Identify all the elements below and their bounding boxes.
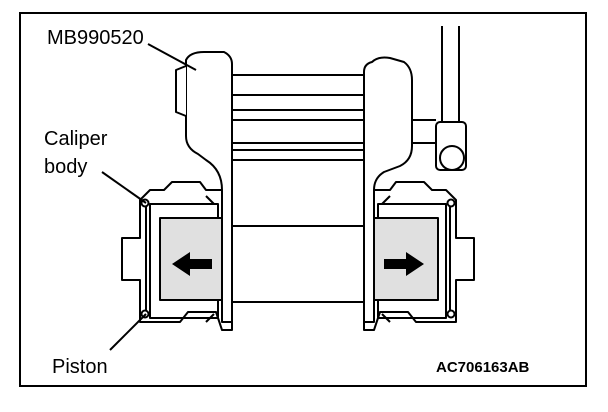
tool-handle — [435, 26, 467, 171]
arrow-right-icon — [384, 252, 424, 276]
tool-arm-right — [363, 56, 413, 323]
leader-tool — [147, 43, 197, 71]
leader-caliper — [101, 171, 147, 204]
caliper-body-label: Caliper body — [44, 125, 124, 181]
arrow-left-icon — [172, 252, 212, 276]
tool-arm-left — [185, 51, 233, 323]
tool-arm-left-knob — [175, 65, 187, 117]
leader-piston — [109, 313, 147, 351]
caliper-body-label-line2: body — [44, 156, 88, 178]
brake-pad-gap — [232, 225, 364, 303]
piston-label: Piston — [52, 356, 108, 378]
tool-label: MB990520 — [47, 27, 144, 49]
figure-code: AC706163AB — [436, 359, 530, 376]
caliper-body-label-line1: Caliper — [44, 128, 108, 150]
